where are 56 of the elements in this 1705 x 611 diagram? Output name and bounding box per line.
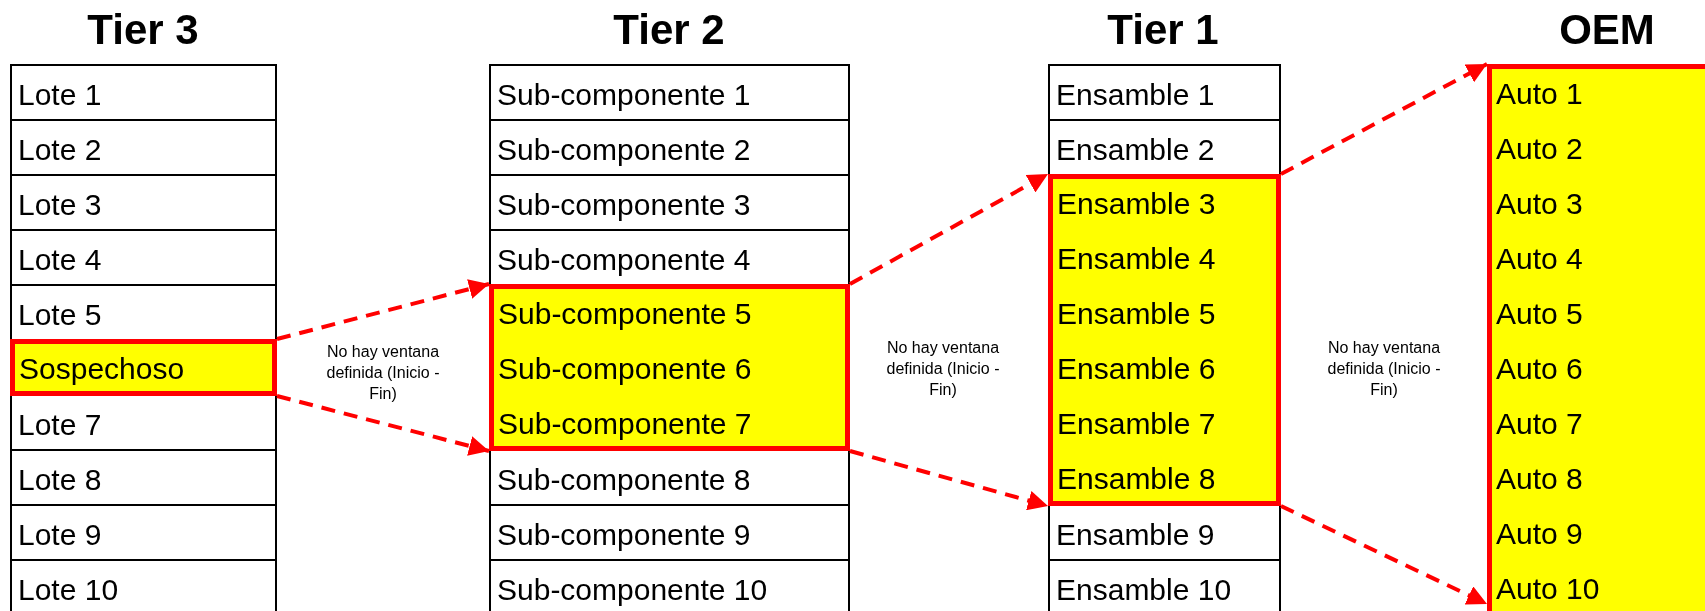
list-row: Sub-componente 5 [494,284,845,339]
list-row: Ensamble 3 [1053,174,1276,229]
list-row: Lote 9 [10,504,277,561]
list-row: Auto 4 [1492,229,1705,284]
list-row: Auto 2 [1492,119,1705,174]
note-text: No hay ventana definida (Inicio - Fin) [885,337,1001,400]
highlight-frame [489,284,850,451]
list-row: Sub-componente 9 [489,504,850,561]
list-row: Ensamble 10 [1048,559,1281,611]
list-row: Ensamble 9 [1048,504,1281,561]
list-row: Lote 1 [10,64,277,121]
list-row: Ensamble 6 [1053,339,1276,394]
dashed-arrow [276,394,490,456]
list-row: Auto 8 [1492,449,1705,504]
list-row: Lote 5 [10,284,277,341]
list-row: Auto 1 [1492,64,1705,119]
list-row: Sub-componente 2 [489,119,850,176]
dashed-arrow [849,172,1049,286]
list-row: Ensamble 5 [1053,284,1276,339]
list-row: Sub-componente 10 [489,559,850,611]
dashed-arrow [1280,504,1488,606]
list-row: Lote 7 [10,394,277,451]
highlight-frame [1048,174,1281,506]
list-row: Ensamble 2 [1048,119,1281,176]
list-row: Auto 3 [1492,174,1705,229]
list-row: Auto 5 [1492,284,1705,339]
dashed-arrow [276,279,490,341]
list-row: Ensamble 1 [1048,64,1281,121]
column-title: OEM [1559,6,1655,54]
list-row: Auto 9 [1492,504,1705,559]
note-text: No hay ventana definida (Inicio - Fin) [325,341,441,404]
list-row: Sub-componente 4 [489,229,850,286]
column-title: Tier 3 [87,6,199,54]
list-row: Auto 6 [1492,339,1705,394]
list-row: Sub-componente 7 [494,394,845,449]
list-row: Ensamble 8 [1053,449,1276,504]
list-row: Sub-componente 1 [489,64,850,121]
list-row: Ensamble 4 [1053,229,1276,284]
list-row: Sub-componente 8 [489,449,850,506]
list-row: Sospechoso [15,339,272,394]
column-title: Tier 1 [1107,6,1219,54]
list-row: Lote 10 [10,559,277,611]
list-row: Auto 7 [1492,394,1705,449]
highlight-frame [1487,64,1705,611]
list-row: Lote 8 [10,449,277,506]
list-row: Auto 10 [1492,559,1705,611]
column-title: Tier 2 [613,6,725,54]
list-row: Sub-componente 3 [489,174,850,231]
list-row: Lote 4 [10,229,277,286]
list-row: Lote 3 [10,174,277,231]
list-row: Sub-componente 6 [494,339,845,394]
list-row: Ensamble 7 [1053,394,1276,449]
list-row: Lote 2 [10,119,277,176]
dashed-arrow [1280,62,1488,176]
note-text: No hay ventana definida (Inicio - Fin) [1326,337,1442,400]
dashed-arrow [849,449,1049,511]
